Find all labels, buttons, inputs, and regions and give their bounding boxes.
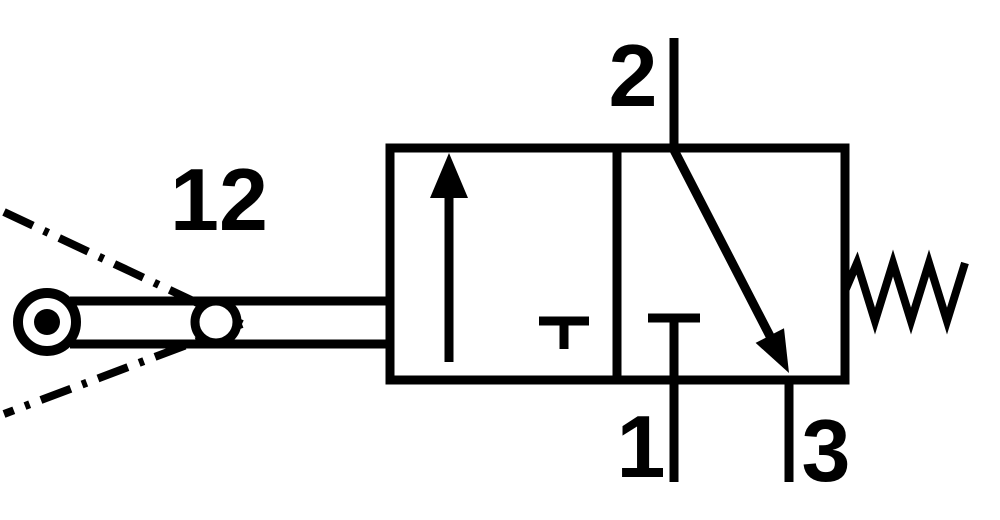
lever-dashdot-upper [2,208,244,328]
flow-arrow-diagonal-head-icon [755,328,789,373]
flow-arrow-diagonal [670,147,789,373]
flow-arrow-up-head-icon [430,153,468,198]
port-2-label: 2 [609,26,658,125]
blocked-port-right [648,313,700,384]
port-1-label: 1 [617,397,666,496]
lever-dashdot-lower [2,320,244,418]
roller-axle-dot-icon [34,309,60,335]
spring-icon [841,249,969,335]
blocked-port-left [539,316,589,349]
flow-arrow-up [430,153,468,362]
port-3-label: 3 [802,401,851,500]
lever-pivot-icon [190,296,242,348]
port-lines [669,38,794,482]
flow-arrow-diagonal-shaft [670,147,776,343]
pilot-port-label: 12 [170,150,268,249]
roller-lever-actuator [2,208,392,418]
spring-return [841,249,969,335]
